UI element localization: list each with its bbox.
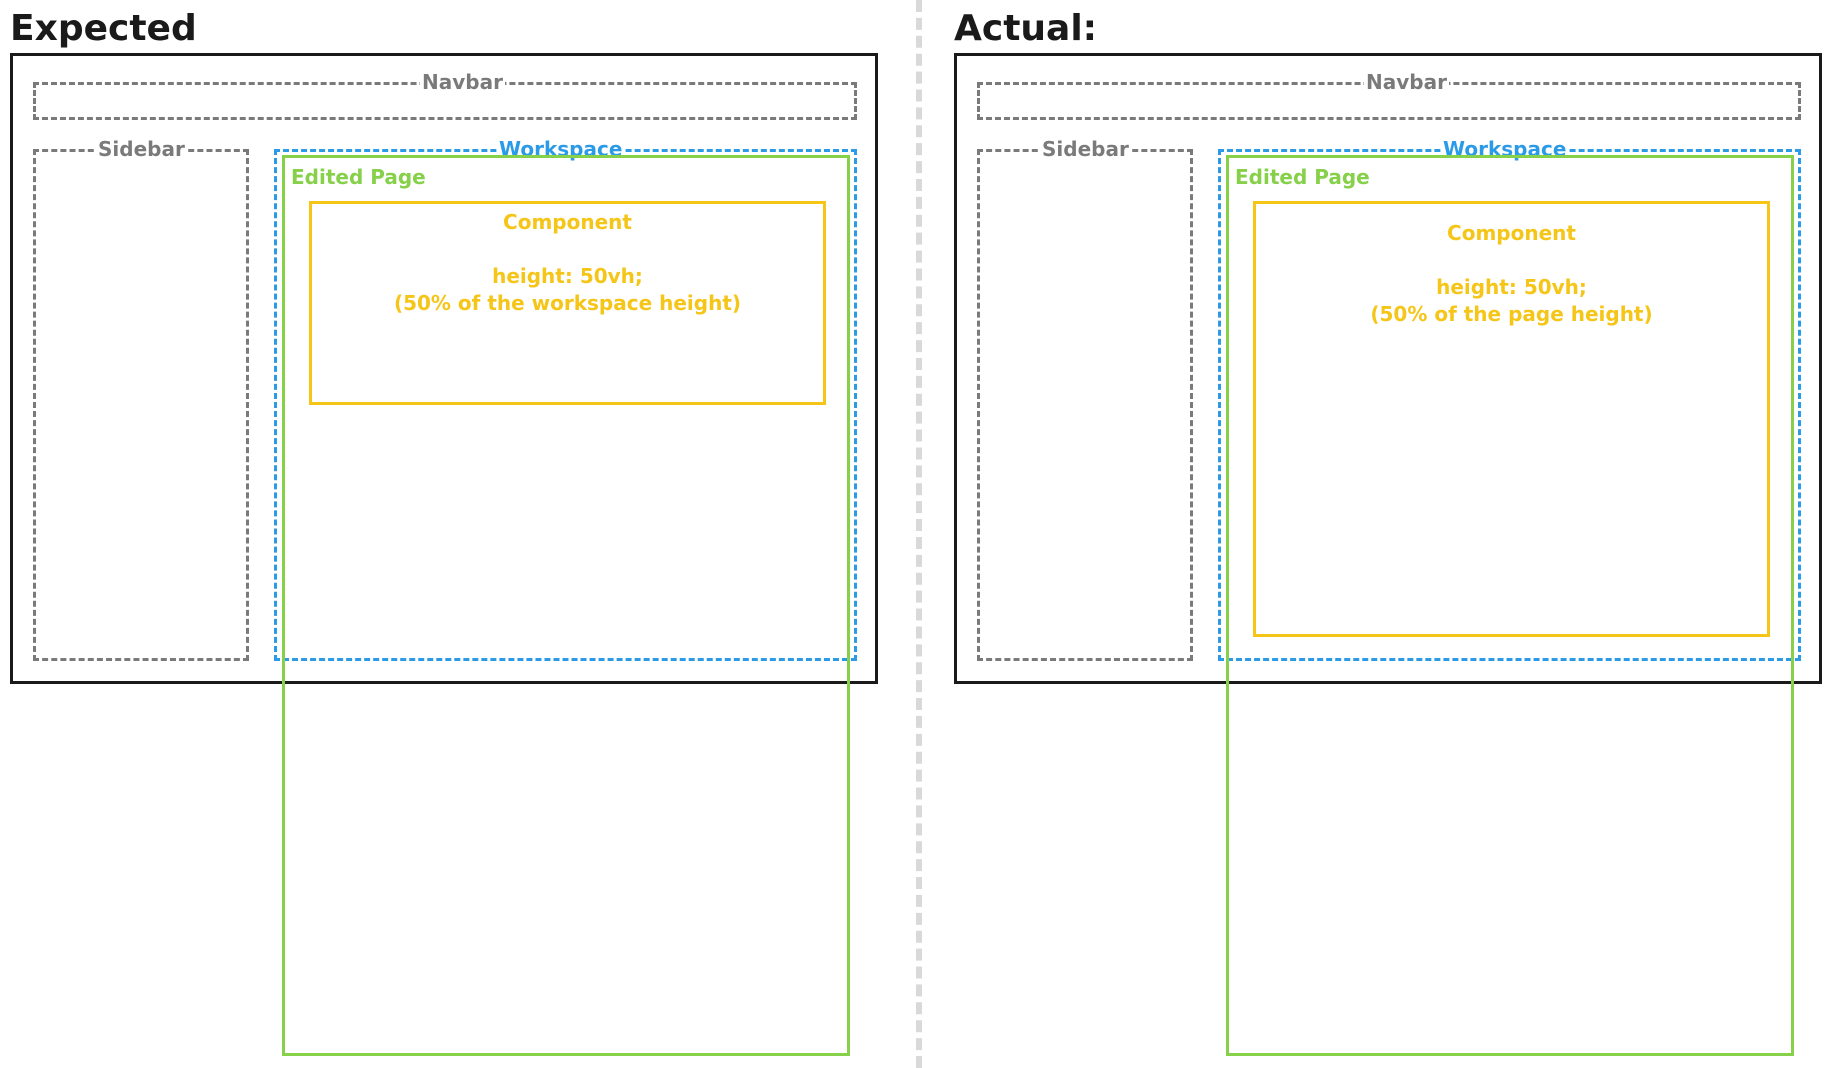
expected-component-line1: height: 50vh; xyxy=(492,264,643,288)
actual-component-line2: (50% of the page height) xyxy=(1370,302,1653,326)
expected-component-title: Component xyxy=(503,210,632,234)
actual-navbar: Navbar xyxy=(977,71,1801,120)
actual-workspace: Workspace xyxy=(1218,138,1801,661)
expected-sidebar-label: Sidebar xyxy=(96,137,187,161)
expected-component: Component height: 50vh; (50% of the work… xyxy=(309,201,826,405)
actual-component-line1: height: 50vh; xyxy=(1436,275,1587,299)
actual-component-spacer xyxy=(1256,247,1767,274)
actual-heading: Actual: xyxy=(954,8,1098,49)
actual-component-title: Component xyxy=(1447,221,1576,245)
expected-browser-window: Navbar Sidebar Workspace Edited Page Com… xyxy=(10,53,878,1056)
expected-edited-page-label: Edited Page xyxy=(291,165,426,189)
actual-navbar-label: Navbar xyxy=(1364,70,1449,94)
actual-component-text: Component height: 50vh; (50% of the page… xyxy=(1256,220,1767,328)
expected-workspace-label: Workspace xyxy=(497,137,625,161)
actual-edited-page-label: Edited Page xyxy=(1235,165,1370,189)
actual-workspace-label: Workspace xyxy=(1441,137,1569,161)
panel-divider xyxy=(916,0,922,1068)
actual-sidebar-label: Sidebar xyxy=(1040,137,1131,161)
actual-panel: Actual: Navbar Sidebar Workspace Edited … xyxy=(954,0,1836,1068)
expected-navbar-label: Navbar xyxy=(420,70,505,94)
actual-component: Component height: 50vh; (50% of the page… xyxy=(1253,201,1770,637)
expected-navbar: Navbar xyxy=(33,71,857,120)
expected-sidebar: Sidebar xyxy=(33,138,249,661)
expected-component-text: Component height: 50vh; (50% of the work… xyxy=(312,209,823,317)
expected-component-spacer xyxy=(312,236,823,263)
expected-edited-page: Edited Page Component height: 50vh; (50%… xyxy=(282,155,850,1056)
expected-workspace: Workspace xyxy=(274,138,857,661)
actual-edited-page: Edited Page Component height: 50vh; (50%… xyxy=(1226,155,1794,1056)
expected-heading: Expected xyxy=(10,8,197,49)
actual-sidebar: Sidebar xyxy=(977,138,1193,661)
expected-component-line2: (50% of the workspace height) xyxy=(393,291,742,315)
actual-browser-window: Navbar Sidebar Workspace Edited Page Com… xyxy=(954,53,1822,1056)
expected-panel: Expected Navbar Sidebar Workspace Edited… xyxy=(10,0,910,1068)
